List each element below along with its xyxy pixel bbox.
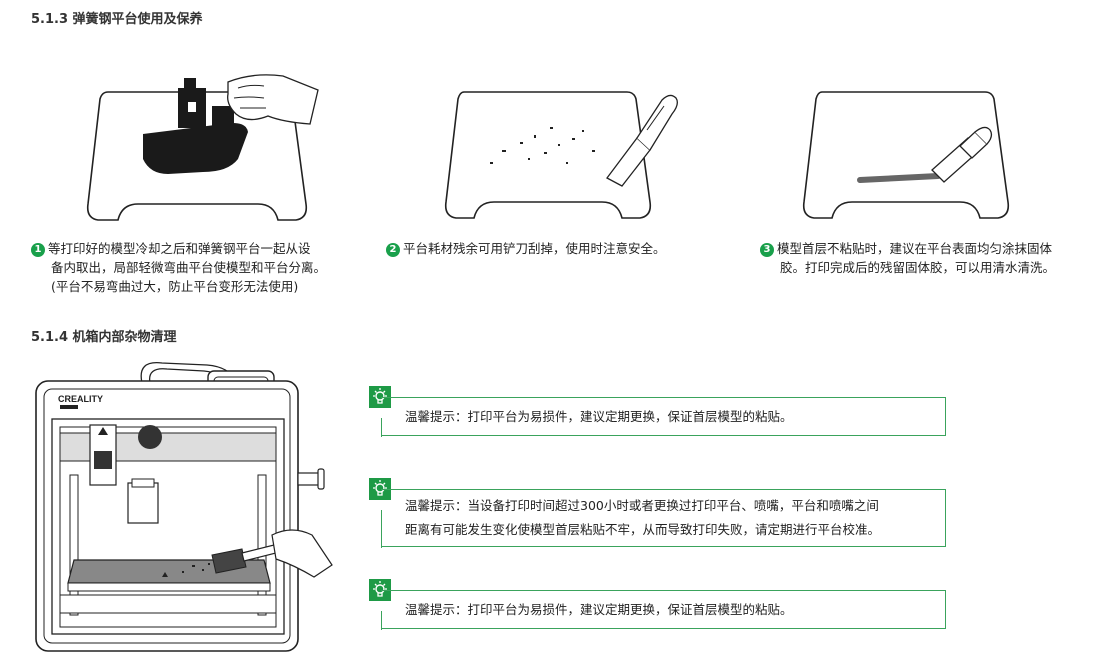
step-2-line-1: 平台耗材残余可用铲刀刮掉，使用时注意安全。 xyxy=(403,241,666,256)
illustration-scraper xyxy=(444,91,678,219)
step-1-line-2: 备内取出，局部轻微弯曲平台使模型和平台分离。 xyxy=(51,260,327,275)
tip-2-line-2: 距离有可能发生变化使模型首层粘贴不牢，从而导致打印失败，请定期进行平台校准。 xyxy=(405,522,881,537)
step-3-line-1: 模型首层不粘贴时，建议在平台表面均匀涂抹固体 xyxy=(777,241,1053,256)
lightbulb-icon xyxy=(373,581,387,597)
tip-3-text: 温馨提示：打印平台为易损件，建议定期更换，保证首层模型的粘贴。 xyxy=(405,598,793,622)
step-1-line-3: (平台不易弯曲过大，防止平台变形无法使用) xyxy=(51,279,299,294)
tip-2-line-1: 温馨提示：当设备打印时间超过300小时或者更换过打印平台、喷嘴，平台和喷嘴之间 xyxy=(405,498,879,513)
tip-2-text: 温馨提示：当设备打印时间超过300小时或者更换过打印平台、喷嘴，平台和喷嘴之间 … xyxy=(405,494,880,542)
illustration-remove-model xyxy=(86,74,319,221)
step-1-line-1: 等打印好的模型冷却之后和弹簧钢平台一起从设 xyxy=(48,241,311,256)
tip-3-box xyxy=(381,590,946,630)
tip-1-badge xyxy=(369,386,391,408)
tip-3-badge xyxy=(369,579,391,601)
step-number-1: 1 xyxy=(31,243,45,257)
lightbulb-icon xyxy=(373,388,387,404)
tip-2-badge xyxy=(369,478,391,500)
illustration-glue-stick xyxy=(802,91,1010,219)
illustration-printer-cleaning: CREALITY xyxy=(35,362,333,652)
step-number-3: 3 xyxy=(760,243,774,257)
step-3-line-2: 胶。打印完成后的残留固体胶，可以用清水清洗。 xyxy=(780,260,1056,275)
step-number-2: 2 xyxy=(386,243,400,257)
tip-2-box xyxy=(381,489,946,548)
section-title-5-1-4: 5.1.4 机箱内部杂物清理 xyxy=(31,330,177,345)
printer-brand-logo: CREALITY xyxy=(58,394,103,404)
tip-3-line-1: 温馨提示：打印平台为易损件，建议定期更换，保证首层模型的粘贴。 xyxy=(405,602,793,617)
lightbulb-icon xyxy=(373,480,387,496)
tip-1-text: 温馨提示：打印平台为易损件，建议定期更换，保证首层模型的粘贴。 xyxy=(405,405,793,429)
section-title-5-1-3: 5.1.3 弹簧钢平台使用及保养 xyxy=(31,12,203,27)
tip-1-box xyxy=(381,397,946,437)
tip-1-line-1: 温馨提示：打印平台为易损件，建议定期更换，保证首层模型的粘贴。 xyxy=(405,409,793,424)
